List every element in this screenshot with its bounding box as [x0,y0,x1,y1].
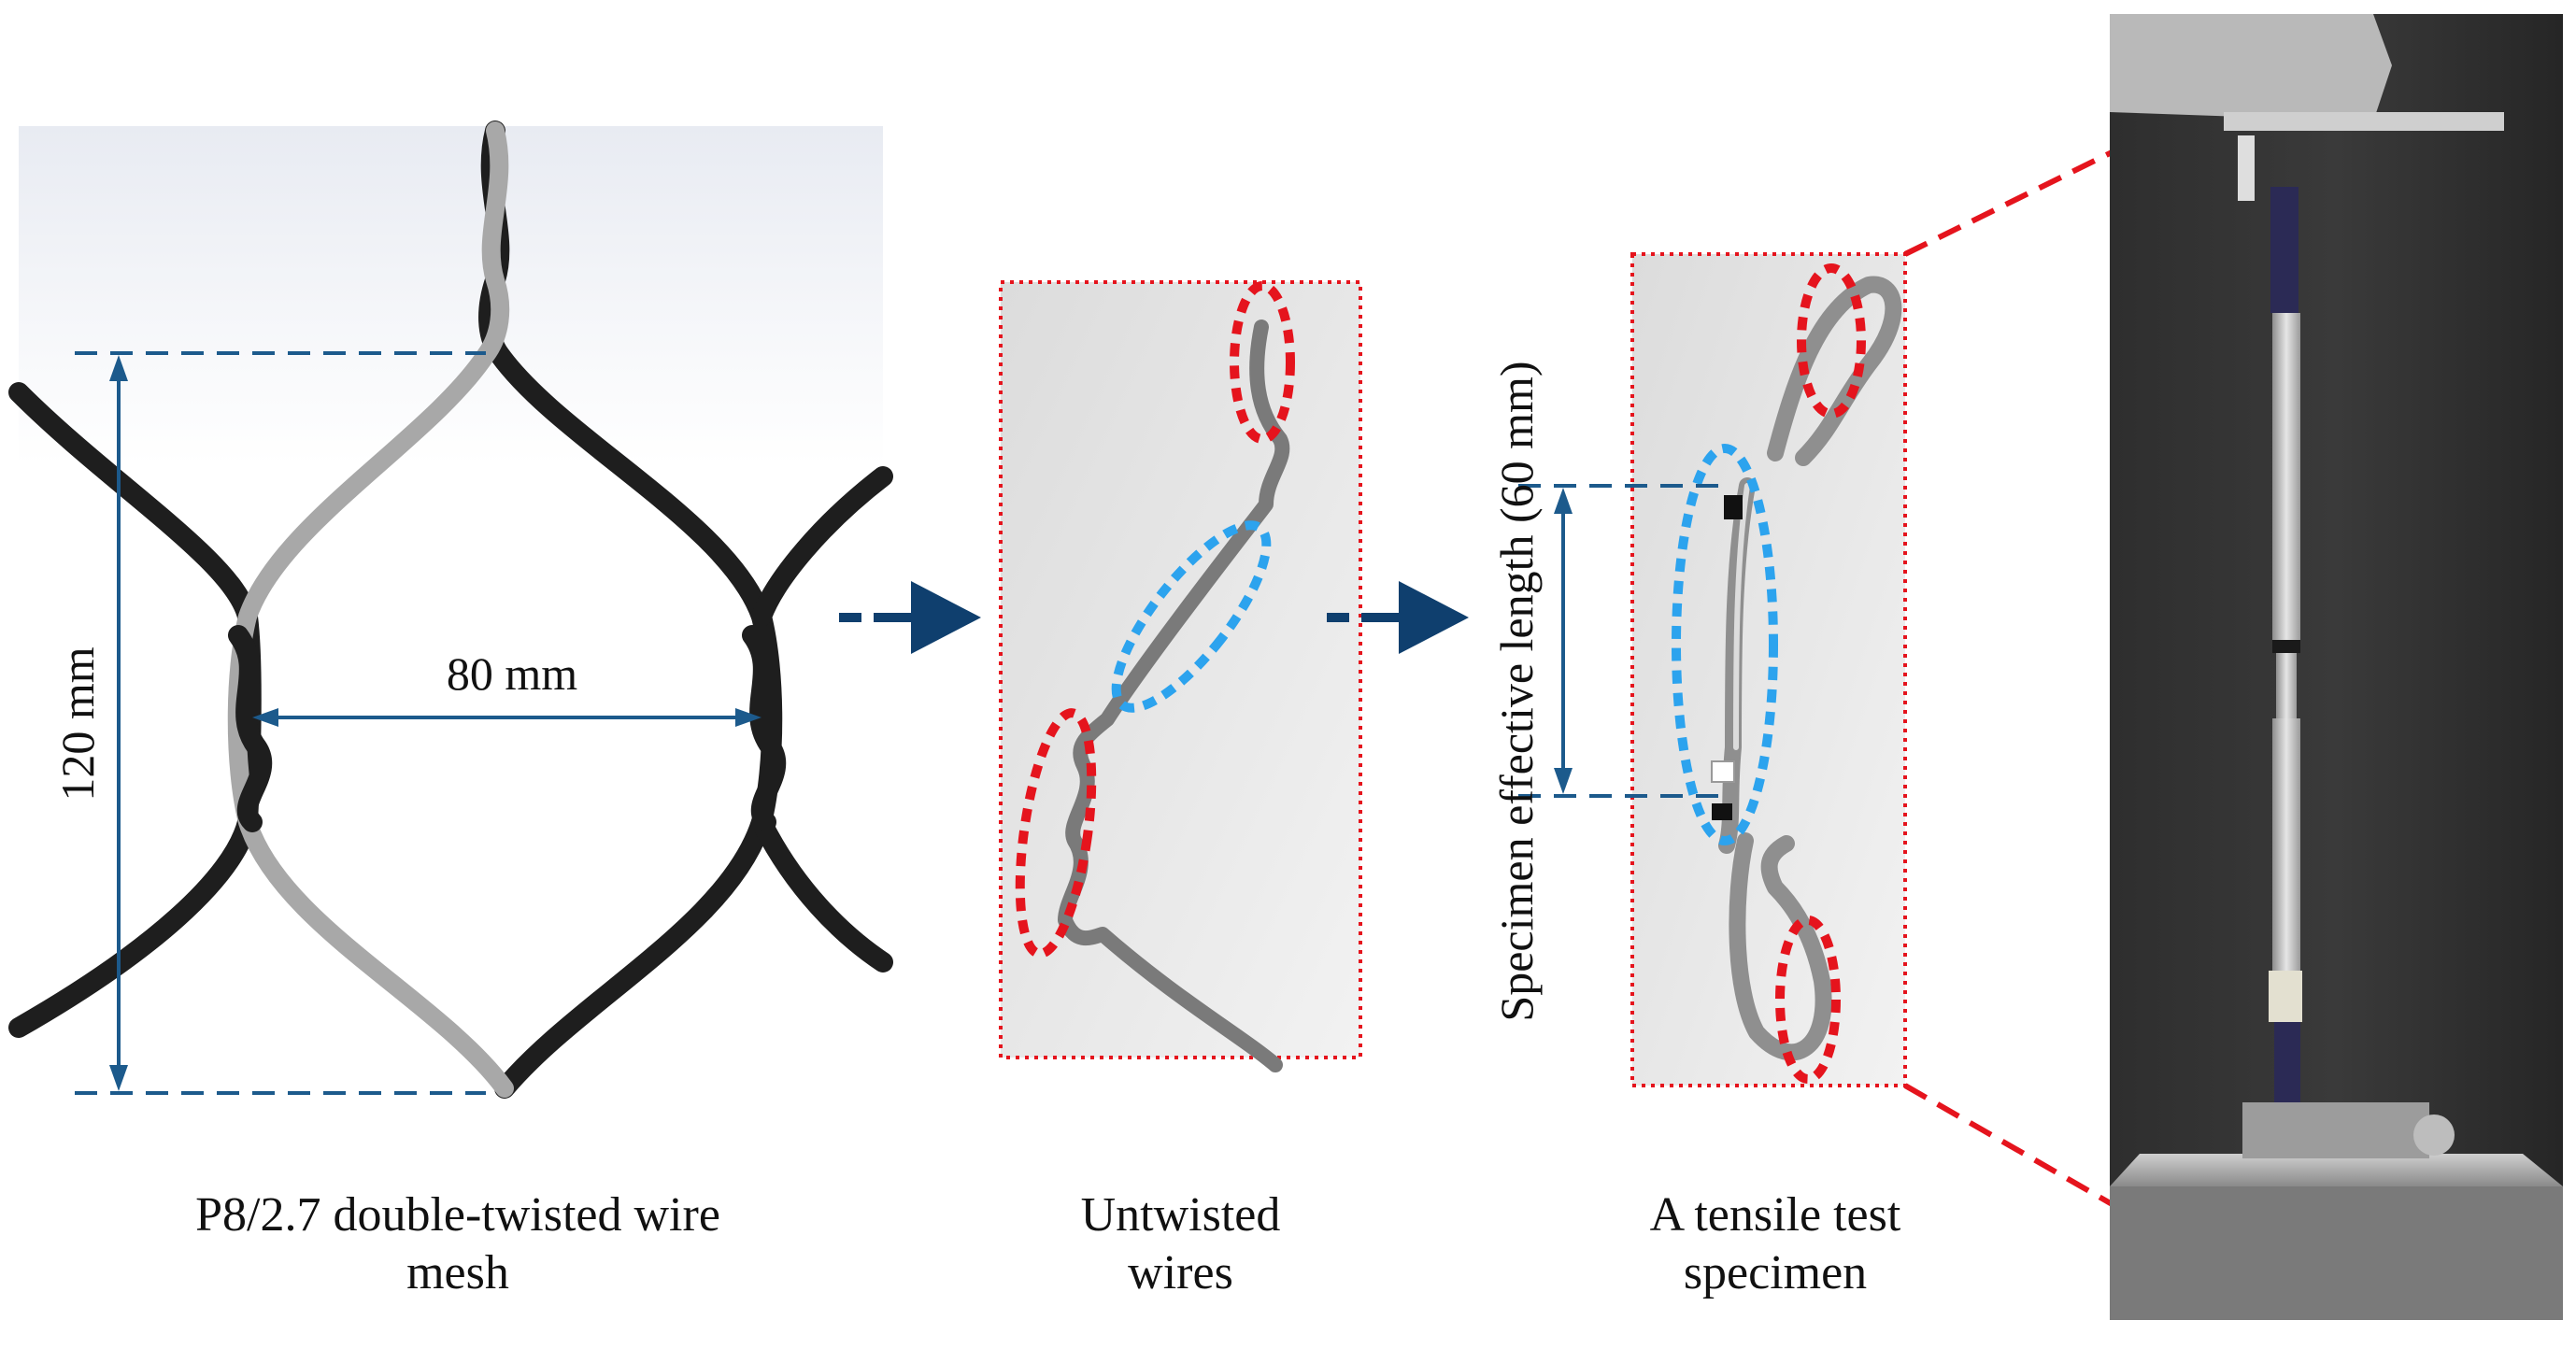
width-label: 80 mm [447,647,577,700]
untwisted-caption-line1: Untwisted [1080,1188,1281,1242]
untwisted-end-highlight-bottom [1015,708,1097,958]
specimen-end-highlight-top [1797,263,1866,419]
length-label: Specimen effective length (60 mm) [1490,361,1543,1021]
test-specimen-body-lower [2272,718,2300,971]
specimen-panel: Specimen effective length (60 mm) [1490,252,1907,1087]
specimen-caption: A tensile test specimen [1579,1186,1971,1302]
upper-rod [2238,135,2255,201]
flow-arrow-2 [1327,581,1469,654]
test-specimen-body [2272,313,2300,640]
lower-grip-block [2110,1186,2563,1320]
mesh-dimensions: 120 mm 80 mm [51,351,761,1095]
test-specimen-band [2272,640,2300,653]
mesh-caption-line2: mesh [406,1246,509,1299]
height-arrowhead-bottom [109,1065,128,1091]
lower-grip-top [2110,1154,2563,1186]
test-photo-panel [2110,14,2563,1320]
specimen-end-highlight-bottom [1775,916,1841,1084]
mesh-wire-twist-right [742,625,787,832]
untwisted-middle-highlight [1111,520,1272,713]
upper-grip-bar [2224,112,2504,131]
mesh-wire-light-center [227,121,514,1098]
upper-grip [2110,14,2392,121]
test-specimen-tape-bottom [2269,971,2302,1022]
untwisted-caption: Untwisted wires [1001,1186,1360,1302]
width-arrowhead-left [252,708,278,727]
specimen-caption-line2: specimen [1683,1246,1868,1299]
width-arrowhead-right [735,708,761,727]
untwisted-photo [1001,282,1360,1058]
specimen-caption-line1: A tensile test [1649,1188,1901,1242]
mesh-caption-line1: P8/2.7 double-twisted wire [195,1188,720,1242]
flow-arrow-1 [839,581,981,654]
specimen-gauge-highlight [1672,444,1778,845]
length-arrowhead-bottom [1554,768,1573,794]
untwisted-panel [999,280,1362,1072]
height-arrowhead-top [109,355,128,381]
test-specimen-tape-top [2270,187,2298,313]
test-specimen-neck [2276,653,2297,718]
mesh-wire-twist-left [228,625,273,832]
specimen-marker-bottom [1711,760,1735,783]
zoom-callout-bottom [1903,1083,2205,1259]
lower-grip-knob [2413,1115,2455,1156]
untwisted-end-highlight-top [1230,281,1295,444]
untwisted-caption-line2: wires [1128,1246,1233,1299]
mesh-panel: 120 mm 80 mm [8,121,893,1099]
mesh-caption: P8/2.7 double-twisted wire mesh [19,1186,897,1302]
specimen-wire-highlight [1733,483,1750,750]
mesh-wire-dark-right [751,466,893,973]
untwisted-frame [999,280,1362,1059]
lower-grip-insert [2242,1102,2429,1158]
height-label: 120 mm [51,646,104,801]
specimen-marker-top [1724,495,1743,519]
untwisted-wire [1058,319,1290,1072]
length-arrowhead-top [1554,488,1573,514]
specimen-marker-black [1712,803,1732,820]
mesh-wires [8,121,893,1099]
